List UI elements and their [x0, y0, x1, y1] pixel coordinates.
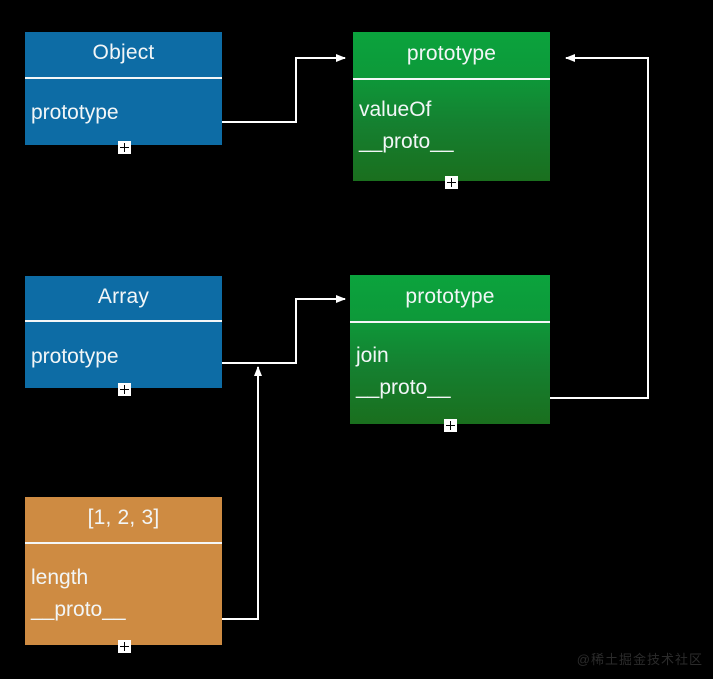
- expander-array-prototype[interactable]: [444, 419, 457, 432]
- expander-array-instance[interactable]: [118, 640, 131, 653]
- node-prop-array-prototype[interactable]: prototype: [31, 345, 119, 368]
- node-title-array-instance: [1, 2, 3]: [87, 506, 160, 529]
- node-title-object: Object: [92, 41, 155, 64]
- node-divider: [25, 320, 222, 322]
- node-object-prototype[interactable]: prototype valueOf __proto__: [353, 32, 550, 181]
- node-array-constructor[interactable]: Array prototype: [25, 276, 222, 388]
- node-divider: [350, 321, 550, 323]
- node-array-prototype[interactable]: prototype join __proto__: [350, 275, 550, 424]
- node-divider: [25, 542, 222, 544]
- node-prop-object-proto-link[interactable]: __proto__: [359, 130, 454, 153]
- node-prop-join[interactable]: join: [356, 344, 389, 367]
- node-array-instance[interactable]: [1, 2, 3] length __proto__: [25, 497, 222, 645]
- node-prop-valueof[interactable]: valueOf: [359, 98, 432, 121]
- node-prop-instance-proto-link[interactable]: __proto__: [31, 598, 126, 621]
- node-prop-length[interactable]: length: [31, 566, 89, 589]
- node-title-array: Array: [97, 285, 150, 308]
- node-title-object-prototype: prototype: [406, 42, 497, 65]
- node-title-array-prototype: prototype: [405, 285, 495, 308]
- node-prop-object-prototype[interactable]: prototype: [31, 101, 119, 124]
- watermark: @稀土掘金技术社区: [576, 652, 703, 667]
- node-object-constructor[interactable]: Object prototype: [25, 32, 222, 145]
- expander-object-prototype[interactable]: [445, 176, 458, 189]
- node-prop-array-proto-link[interactable]: __proto__: [356, 376, 451, 399]
- expander-array-constructor[interactable]: [118, 383, 131, 396]
- node-divider: [353, 78, 550, 80]
- node-divider: [25, 77, 222, 79]
- expander-object-constructor[interactable]: [118, 141, 131, 154]
